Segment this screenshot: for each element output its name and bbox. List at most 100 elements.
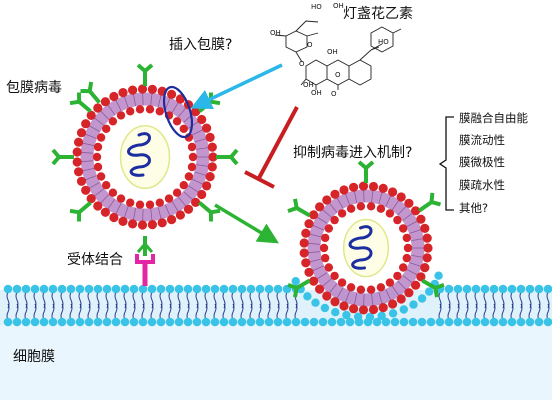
cell-lipid-head — [210, 284, 220, 294]
lipid-tail — [222, 303, 226, 321]
bond — [285, 30, 308, 53]
viral-lipid-head — [416, 214, 426, 224]
cell-lipid-head — [165, 284, 175, 294]
cell-lipid-head — [12, 284, 22, 294]
viral-lipid-head — [339, 301, 349, 311]
lipid-tail — [157, 207, 162, 220]
lipid-tail — [88, 124, 100, 132]
viral-lipid-head — [205, 132, 215, 142]
lipid-tail — [196, 164, 210, 167]
lipid-tail — [311, 224, 324, 231]
inhibition-bar — [244, 170, 275, 189]
cell-lipid-head — [264, 284, 274, 294]
viral-lipid-head — [175, 210, 185, 220]
viral-lipid-head — [202, 123, 212, 133]
lipid-tail — [78, 303, 82, 321]
viral-lipid-head — [126, 198, 135, 207]
atom-label: O — [299, 60, 305, 68]
lipid-tail — [106, 199, 116, 211]
viral-lipid-head — [100, 97, 110, 107]
viral-lipid-head — [81, 185, 91, 195]
lipid-tail — [447, 303, 451, 321]
spike-head — [208, 208, 221, 222]
viral-lipid-head — [109, 91, 119, 102]
lipid-tail — [328, 202, 338, 213]
lipid-tail — [391, 199, 400, 211]
lipid-tail — [438, 303, 442, 321]
lipid-tail — [483, 303, 487, 321]
viral-lipid-head — [356, 202, 366, 211]
lipid-tail — [114, 99, 122, 111]
cell-lipid-head — [543, 284, 552, 294]
viral-lipid-head — [319, 243, 329, 253]
viral-lipid-head — [388, 187, 398, 197]
lipid-tail — [81, 167, 95, 172]
viral-lipid-head — [378, 183, 388, 193]
lipid-tail — [171, 101, 180, 113]
lipid-tail — [196, 147, 210, 150]
viral-lipid-head — [81, 119, 91, 129]
viral-lipid-head — [299, 238, 309, 248]
cell-lipid-head — [390, 317, 400, 327]
cell-lipid-head — [3, 284, 13, 294]
spike-head — [80, 81, 94, 94]
cell-lipid-head — [507, 317, 517, 327]
viral-lipid-head — [74, 167, 84, 177]
lipid-tail — [406, 269, 419, 276]
viral-lipid-head — [422, 233, 432, 243]
viral-lipid-head — [411, 280, 421, 290]
cell-lipid-head — [39, 284, 49, 294]
viral-lipid-head — [337, 278, 347, 287]
lipid-tail — [397, 280, 408, 291]
lipid-tail — [84, 133, 97, 139]
lipid-tail — [42, 303, 46, 321]
cell-lipid-head — [12, 317, 22, 327]
cell-lipid-head — [75, 284, 85, 294]
spike-head — [433, 283, 445, 298]
viral-lipid-head — [188, 152, 198, 162]
viral-lipid-head — [157, 218, 167, 228]
viral-lipid-head — [376, 283, 386, 292]
lipid-tail — [321, 278, 332, 288]
viral-lipid-head — [197, 189, 207, 200]
cell-lipid-head — [543, 317, 552, 327]
viral-lipid-head — [376, 204, 386, 213]
viral-lipid-head — [304, 267, 314, 277]
viral-lipid-head — [330, 189, 340, 199]
viral-lipid-head — [304, 219, 314, 229]
lipid-tail — [240, 303, 244, 321]
lipid-tail — [99, 109, 110, 120]
viral-lipid-head — [366, 202, 376, 211]
cell-lipid-head — [273, 317, 283, 327]
cell-lipid-head — [21, 284, 31, 294]
lipid-tail — [411, 238, 425, 241]
spike-head — [69, 92, 82, 106]
lipid-tail — [308, 233, 322, 238]
scutellarin-structure — [274, 20, 402, 90]
lipid-tail — [385, 194, 392, 207]
cell-lipid-head — [399, 305, 408, 314]
spike-protein — [418, 200, 433, 213]
cell-lipid-head — [417, 294, 427, 303]
viral-lipid-head — [396, 192, 406, 202]
lipid-tail — [465, 303, 469, 321]
lipid-tail — [321, 208, 332, 218]
cell-lipid-head — [147, 284, 157, 294]
lipid-tail — [194, 137, 208, 143]
compound-name-label: 灯盏花乙素 — [343, 6, 413, 22]
lipid-tail — [88, 182, 100, 190]
viral-lipid-head — [179, 124, 188, 133]
spike-head — [429, 192, 441, 207]
lipid-tail — [99, 194, 110, 205]
bond — [348, 59, 372, 86]
lipid-tail — [123, 206, 129, 219]
virus-envelope-label: 包膜病毒 — [6, 80, 62, 96]
cell-lipid-head — [165, 317, 175, 327]
cell-lipid-head — [228, 284, 238, 294]
cell-lipid-head — [39, 317, 49, 327]
bond — [295, 51, 303, 63]
viral-lipid-head — [187, 142, 197, 152]
viral-lipid-head — [358, 181, 369, 191]
mechanism-item: 膜微极性 — [459, 155, 505, 169]
